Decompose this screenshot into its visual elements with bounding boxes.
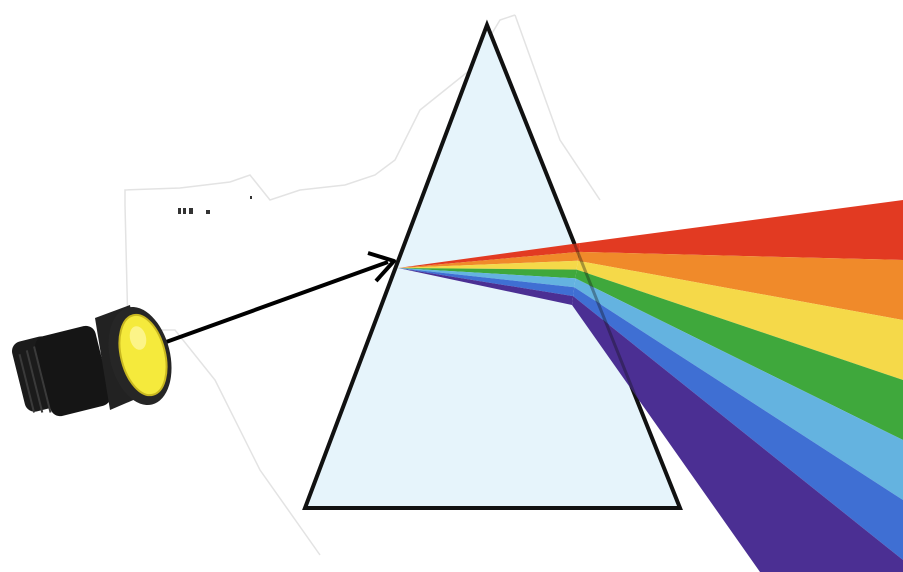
incident-ray	[155, 253, 394, 346]
background-marks	[178, 196, 252, 214]
flashlight	[10, 300, 181, 418]
spectrum-band-1	[579, 200, 903, 260]
